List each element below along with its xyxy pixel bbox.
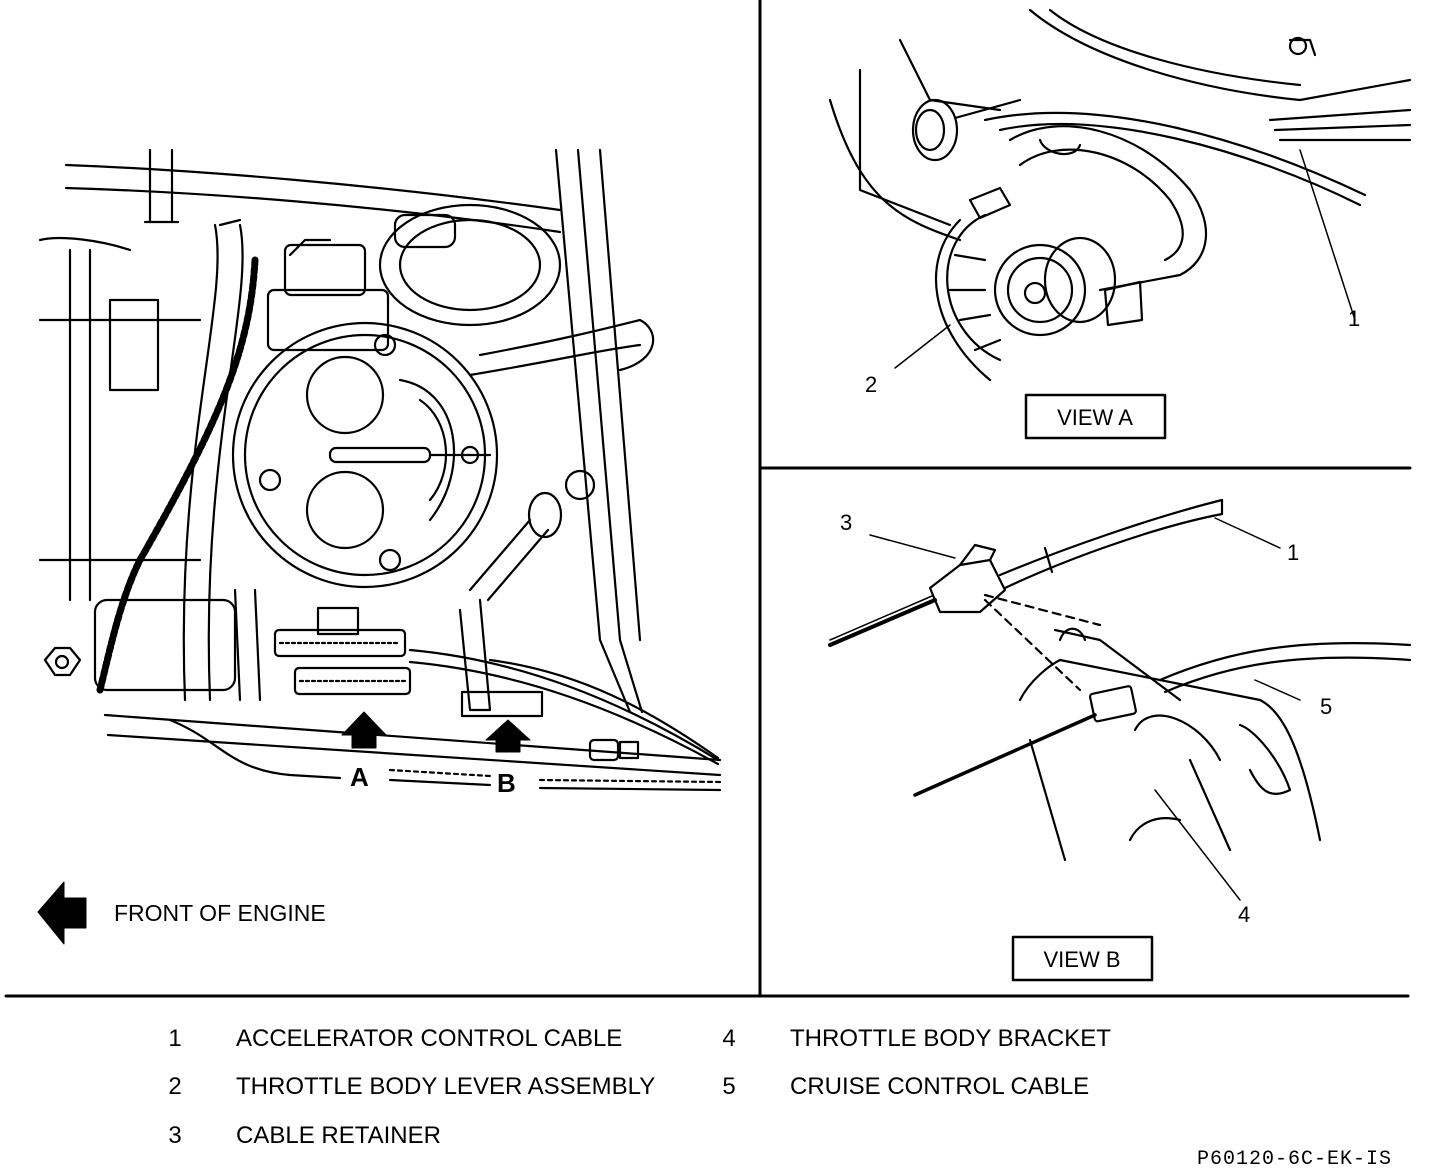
arrow-a-icon — [341, 711, 387, 749]
view-b-title: VIEW B — [1043, 947, 1120, 972]
legend-number: 2 — [168, 1073, 182, 1100]
view-b-callout-3: 3 — [840, 510, 852, 535]
legend-number: 1 — [168, 1025, 182, 1052]
legend-text: CRUISE CONTROL CABLE — [790, 1073, 1090, 1100]
view-a-drawing — [828, 8, 1412, 382]
figure-code: P60120-6C-EK-IS — [1196, 1148, 1392, 1171]
legend-text: CABLE RETAINER — [236, 1122, 441, 1149]
front-of-engine-arrow-icon — [37, 881, 87, 945]
view-b-callout-5: 5 — [1320, 694, 1332, 719]
legend-number: 5 — [722, 1073, 736, 1100]
arrow-a-label: A — [350, 762, 369, 792]
panel-dividers — [4, 0, 1412, 998]
legend-text: THROTTLE BODY LEVER ASSEMBLY — [236, 1073, 656, 1100]
engine-view — [38, 148, 722, 792]
view-b-title-box — [1011, 935, 1154, 982]
view-b-drawing — [828, 498, 1412, 901]
front-of-engine-label: FRONT OF ENGINE — [114, 900, 326, 926]
legend-number: 3 — [168, 1122, 182, 1149]
view-a-title: VIEW A — [1057, 405, 1133, 430]
legend-text: ACCELERATOR CONTROL CABLE — [236, 1025, 623, 1052]
view-b-callout-4: 4 — [1238, 902, 1250, 927]
arrow-b-label: B — [497, 768, 516, 798]
legend-number: 4 — [722, 1025, 736, 1052]
view-b-callout-1: 1 — [1287, 540, 1299, 565]
view-a-callout-2: 2 — [865, 372, 877, 397]
legend-text: THROTTLE BODY BRACKET — [790, 1025, 1111, 1052]
arrow-b-icon — [485, 719, 531, 753]
view-a-callout-1: 1 — [1348, 306, 1360, 331]
view-a-title-box — [1024, 393, 1167, 440]
